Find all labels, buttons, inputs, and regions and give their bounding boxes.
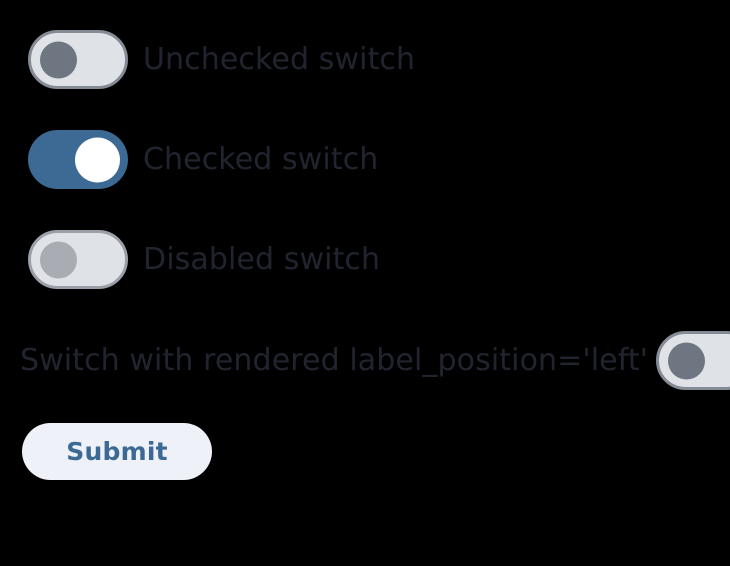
- switch-row-label-left: Switch with rendered label_position='lef…: [20, 331, 730, 390]
- checked-switch-label: Checked switch: [143, 141, 379, 177]
- label-left-switch-label: Switch with rendered label_position='lef…: [20, 342, 649, 378]
- disabled-switch-label: Disabled switch: [143, 241, 381, 277]
- unchecked-switch-label: Unchecked switch: [143, 41, 416, 77]
- checked-switch[interactable]: [28, 130, 128, 189]
- submit-button[interactable]: Submit: [22, 423, 212, 480]
- switch-row-unchecked: Unchecked switch: [28, 30, 415, 89]
- unchecked-switch[interactable]: [28, 30, 128, 89]
- switch-row-checked: Checked switch: [28, 130, 378, 189]
- switch-thumb: [75, 137, 120, 182]
- switch-row-disabled: Disabled switch: [28, 230, 380, 289]
- disabled-switch: [28, 230, 128, 289]
- switch-thumb: [668, 342, 706, 379]
- label-left-switch[interactable]: [656, 331, 730, 390]
- switch-thumb: [40, 41, 77, 78]
- switch-thumb: [40, 241, 77, 278]
